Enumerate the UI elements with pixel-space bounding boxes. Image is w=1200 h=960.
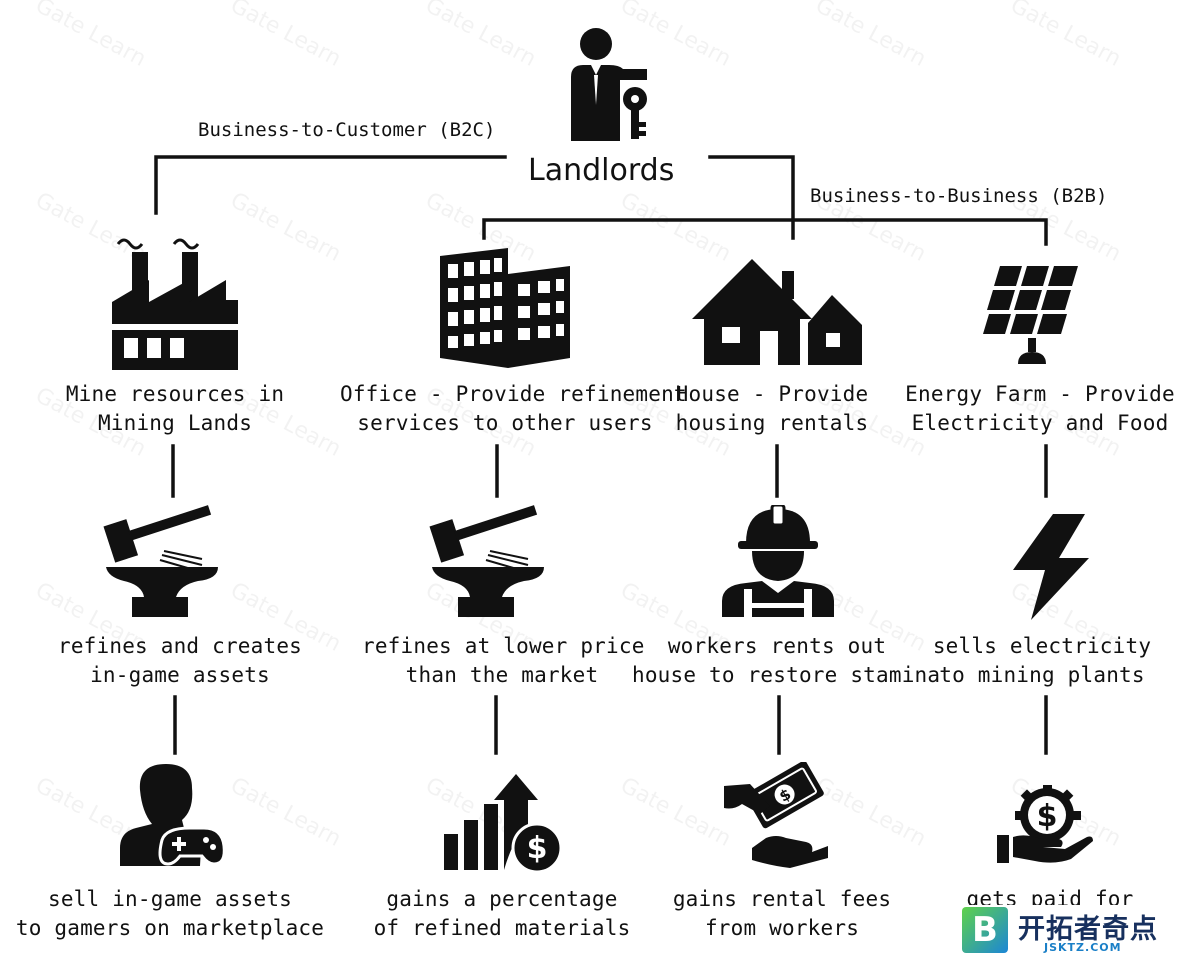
solar-panel-icon (983, 266, 1078, 364)
b2b-connector (708, 155, 795, 240)
hammer-anvil-icon (429, 505, 544, 617)
svg-text:$: $ (527, 831, 548, 866)
lightning-bolt-icon (1013, 514, 1089, 620)
badge-name: 开拓者奇点 (1018, 914, 1158, 945)
b2b-label: Business-to-Business (B2B) (810, 185, 1108, 207)
svg-text:$: $ (1037, 799, 1058, 834)
b2c-label: Business-to-Customer (B2C) (198, 119, 496, 141)
growth-chart-dollar-icon: $ (444, 774, 563, 872)
hammer-anvil-icon (103, 505, 218, 617)
factory-icon (112, 238, 238, 370)
house-icon (692, 259, 862, 365)
badge-url: JSKTZ.COM (1044, 941, 1122, 954)
badge-logo-icon: B (962, 907, 1008, 953)
b2b-branch-line (482, 218, 1048, 246)
hand-money-icon: $ (724, 762, 828, 868)
landlord-with-key-icon (571, 28, 647, 141)
office-building-icon (440, 248, 570, 368)
gamer-controller-icon (120, 764, 226, 866)
site-badge: B 开拓者奇点 JSKTZ.COM (958, 905, 1200, 960)
construction-worker-icon (722, 505, 834, 617)
diagram-title: Landlords (528, 153, 675, 188)
b2c-connector (154, 155, 507, 215)
hand-dollar-gear-icon: $ (997, 785, 1093, 863)
